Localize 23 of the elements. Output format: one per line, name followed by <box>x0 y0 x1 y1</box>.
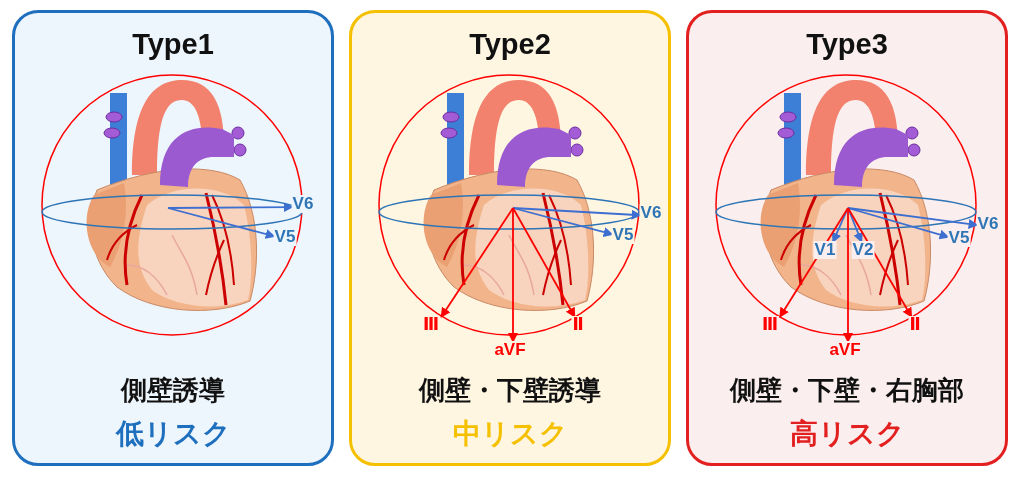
lead-group-text: 側壁誘導 <box>119 374 226 407</box>
lead-group-text: 側壁・下壁・右胸部 <box>728 374 965 407</box>
lead-label: V5 <box>273 228 297 246</box>
type-panel <box>12 10 334 466</box>
panel-title: Type1 <box>131 28 215 61</box>
lead-label: V5 <box>611 226 635 244</box>
lead-label: V1 <box>813 241 837 259</box>
lead-label: V2 <box>851 241 875 259</box>
risk-level-text: 高リスク <box>788 416 906 452</box>
panel-title: Type3 <box>805 28 889 61</box>
lead-arrow <box>508 207 518 343</box>
lead-arrow <box>847 207 913 318</box>
lead-arrow <box>440 207 514 318</box>
type-panel <box>686 10 1008 466</box>
lead-label: V5 <box>947 229 971 247</box>
lead-arrow <box>843 207 853 343</box>
panel-title: Type2 <box>468 28 552 61</box>
lead-arrow <box>512 207 576 318</box>
risk-level-text: 低リスク <box>114 416 232 452</box>
lead-label: V6 <box>291 195 315 213</box>
type-panel <box>349 10 671 466</box>
lead-group-text: 側壁・下壁誘導 <box>417 374 602 407</box>
risk-level-text: 中リスク <box>451 416 569 452</box>
